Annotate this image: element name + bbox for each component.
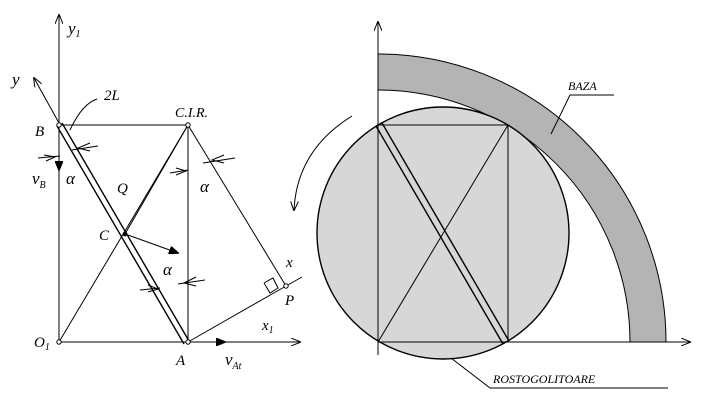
y-axis-label: y bbox=[10, 70, 20, 89]
base-leader bbox=[550, 94, 614, 135]
left-diagram: y1 y 2L B C.I.R. vB α Q α C α x P x1 O1 … bbox=[10, 15, 303, 372]
point-b-label: B bbox=[35, 124, 44, 140]
point-o1-label: O1 bbox=[34, 335, 50, 353]
point-p-label: P bbox=[284, 293, 294, 309]
rolling-curve-label: ROSTOGOLITOARE bbox=[492, 372, 596, 386]
angle-label-2: α bbox=[200, 177, 210, 196]
cq-normal-line bbox=[124, 124, 189, 235]
y1-axis-label: y1 bbox=[66, 19, 81, 40]
angle-tick-c-arrow bbox=[147, 284, 160, 293]
angle-tick-b bbox=[37, 145, 99, 159]
x-axis-line bbox=[285, 276, 303, 287]
base-label: BAZA bbox=[568, 79, 597, 93]
point-p-dot bbox=[283, 283, 289, 289]
angle-tick-c-arrow-2 bbox=[182, 276, 197, 287]
rotation-arrow bbox=[294, 115, 353, 210]
point-b-dot bbox=[56, 122, 62, 128]
point-q-label: Q bbox=[117, 181, 128, 197]
rod-edge-1 bbox=[56, 125, 185, 345]
cir-label: C.I.R. bbox=[175, 106, 208, 121]
angle-tick-cir-arrow-2 bbox=[210, 154, 225, 164]
point-c-dot bbox=[122, 231, 128, 237]
x1-axis-label: x1 bbox=[261, 318, 274, 336]
angle-label-3: α bbox=[163, 260, 173, 279]
angle-label-1: α bbox=[66, 169, 76, 188]
point-c-label: C bbox=[99, 228, 110, 244]
cir-to-p-line bbox=[187, 124, 287, 287]
rect-diagonal bbox=[377, 124, 509, 343]
rolling-leader bbox=[450, 357, 668, 389]
angle-tick-b-arrow bbox=[43, 154, 57, 162]
right-angle-marker bbox=[263, 277, 279, 294]
right-rod-edge-2 bbox=[381, 122, 510, 342]
rod-length-leader bbox=[69, 98, 98, 131]
point-a-dot bbox=[185, 339, 191, 345]
right-rod-edge-1 bbox=[375, 125, 504, 345]
point-cir-dot bbox=[185, 122, 191, 128]
x-axis-label: x bbox=[285, 255, 293, 271]
angle-tick-b-arrow-2 bbox=[76, 142, 91, 152]
angle-tick-cir bbox=[169, 157, 236, 174]
velocity-a-label: vAt bbox=[225, 350, 242, 372]
velocity-c-arrow bbox=[124, 233, 178, 253]
point-a-label: A bbox=[175, 353, 186, 369]
rod-length-label: 2L bbox=[104, 88, 120, 104]
a-to-p-line bbox=[187, 285, 287, 343]
angle-tick-cir-arrow bbox=[175, 167, 188, 176]
point-o1-dot bbox=[56, 339, 62, 345]
velocity-b-label: vB bbox=[32, 169, 46, 191]
y-axis-line bbox=[34, 78, 60, 124]
right-diagram: BAZA ROSTOGOLITOARE bbox=[294, 22, 690, 389]
